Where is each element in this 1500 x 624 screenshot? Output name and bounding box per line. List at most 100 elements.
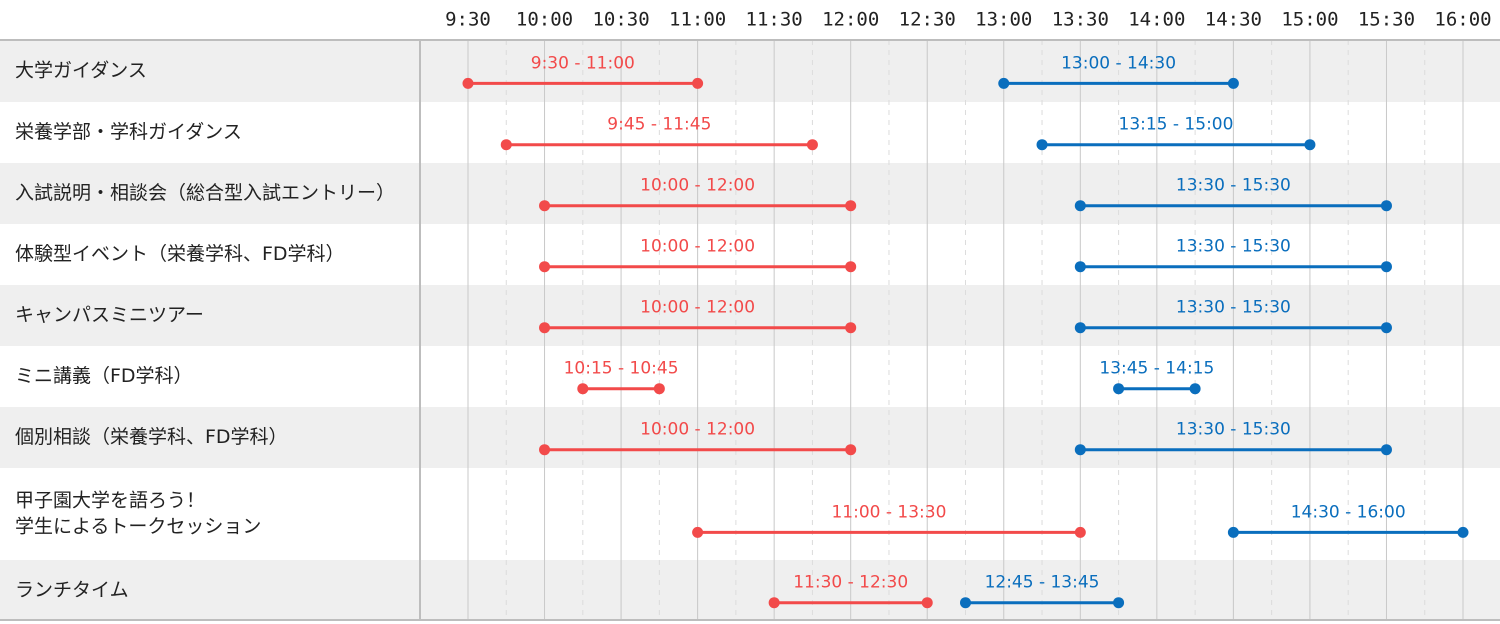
session-end-dot — [845, 200, 857, 212]
session-end-dot — [1380, 444, 1392, 456]
time-tick-label: 16:00 — [1434, 9, 1491, 31]
session-end-dot — [845, 322, 857, 334]
row-label: 体験型イベント（栄養学科、FD学科） — [15, 243, 345, 265]
session-start-dot — [1227, 526, 1239, 538]
session-bar: 11:30 - 12:30 — [768, 573, 933, 609]
session-bar: 14:30 - 16:00 — [1227, 502, 1469, 538]
session-end-dot — [1380, 200, 1392, 212]
row-label: 栄養学部・学科ガイダンス — [15, 121, 242, 143]
session-time-label: 13:30 - 15:30 — [1176, 420, 1291, 440]
session-time-label: 12:45 - 13:45 — [985, 573, 1100, 593]
session-bar: 13:30 - 15:30 — [1074, 237, 1392, 273]
session-start-dot — [1074, 261, 1086, 273]
session-start-dot — [539, 261, 551, 273]
time-tick-label: 11:30 — [746, 9, 803, 31]
session-start-dot — [1074, 200, 1086, 212]
session-time-label: 9:30 - 11:00 — [531, 53, 635, 73]
row-label: キャンパスミニツアー — [15, 304, 204, 326]
row-band — [0, 407, 1500, 468]
session-time-label: 13:30 - 15:30 — [1176, 176, 1291, 196]
session-bar: 9:45 - 11:45 — [500, 115, 818, 151]
session-bar: 13:00 - 14:30 — [998, 53, 1239, 89]
row-label: 入試説明・相談会（総合型入試エントリー） — [15, 182, 395, 204]
row-label: ミニ講義（FD学科） — [15, 365, 193, 387]
row-band — [0, 468, 1500, 560]
session-start-dot — [539, 322, 551, 334]
session-end-dot — [1074, 526, 1086, 538]
row-band — [0, 163, 1500, 224]
session-start-dot — [577, 383, 589, 395]
time-tick-label: 15:00 — [1281, 9, 1338, 31]
session-end-dot — [806, 139, 818, 151]
time-tick-label: 9:30 — [445, 9, 491, 31]
row-label: ランチタイム — [15, 579, 129, 601]
time-tick-label: 12:00 — [822, 9, 879, 31]
session-bar: 13:30 - 15:30 — [1074, 176, 1392, 212]
session-start-dot — [960, 597, 971, 609]
session-end-dot — [1189, 383, 1201, 395]
session-time-label: 13:15 - 15:00 — [1119, 115, 1234, 135]
time-tick-label: 10:00 — [516, 9, 573, 31]
session-start-dot — [539, 444, 551, 456]
row-band — [0, 40, 1500, 102]
session-bar: 10:15 - 10:45 — [564, 359, 679, 395]
session-start-dot — [462, 77, 474, 89]
session-time-label: 10:15 - 10:45 — [564, 359, 679, 379]
row-label: 大学ガイダンス — [15, 60, 147, 82]
session-end-dot — [1227, 77, 1239, 89]
session-start-dot — [539, 200, 551, 212]
session-time-label: 14:30 - 16:00 — [1291, 502, 1406, 522]
session-time-label: 11:00 - 13:30 — [831, 502, 946, 522]
session-end-dot — [845, 444, 857, 456]
session-time-label: 9:45 - 11:45 — [607, 115, 711, 135]
session-end-dot — [653, 383, 665, 395]
row-band — [0, 285, 1500, 346]
session-start-dot — [768, 597, 780, 609]
session-bar: 10:00 - 12:00 — [539, 298, 857, 334]
session-start-dot — [1036, 139, 1048, 151]
session-bar: 12:45 - 13:45 — [960, 573, 1125, 609]
time-tick-label: 14:30 — [1205, 9, 1262, 31]
session-end-dot — [1113, 597, 1125, 609]
session-bar: 9:30 - 11:00 — [462, 53, 704, 89]
session-start-dot — [1074, 322, 1086, 334]
session-bar: 13:30 - 15:30 — [1074, 420, 1392, 456]
time-tick-label: 12:30 — [899, 9, 956, 31]
row-label: 甲子園大学を語ろう！ — [15, 490, 205, 512]
time-tick-label: 13:30 — [1052, 9, 1109, 31]
row-band — [0, 102, 1500, 163]
session-bar: 13:15 - 15:00 — [1036, 115, 1316, 151]
chart-frame — [0, 39, 1500, 621]
session-start-dot — [692, 526, 704, 538]
row-band — [0, 560, 1500, 621]
time-tick-label: 13:00 — [975, 9, 1032, 31]
session-start-dot — [500, 139, 512, 151]
session-start-dot — [998, 77, 1010, 89]
session-time-label: 13:45 - 14:15 — [1099, 359, 1214, 379]
row-band — [0, 224, 1500, 285]
row-band — [0, 346, 1500, 407]
session-end-dot — [1380, 322, 1392, 334]
time-tick-label: 15:30 — [1358, 9, 1415, 31]
session-bar: 10:00 - 12:00 — [539, 176, 857, 212]
session-time-label: 10:00 - 12:00 — [640, 298, 755, 318]
session-end-dot — [845, 261, 857, 273]
session-end-dot — [1304, 139, 1316, 151]
session-start-dot — [1113, 383, 1125, 395]
row-backgrounds — [0, 40, 1500, 621]
session-time-label: 13:30 - 15:30 — [1176, 298, 1291, 318]
session-time-label: 10:00 - 12:00 — [640, 237, 755, 257]
time-tick-label: 10:30 — [592, 9, 649, 31]
time-tick-label: 14:00 — [1128, 9, 1185, 31]
row-label: 個別相談（栄養学科、FD学科） — [15, 426, 288, 448]
session-bar: 13:30 - 15:30 — [1074, 298, 1392, 334]
session-end-dot — [1380, 261, 1392, 273]
session-time-label: 11:30 - 12:30 — [793, 573, 908, 593]
row-label: 学生によるトークセッション — [15, 516, 261, 538]
session-bar: 11:00 - 13:30 — [692, 502, 1086, 538]
session-time-label: 10:00 - 12:00 — [640, 420, 755, 440]
session-start-dot — [1074, 444, 1086, 456]
